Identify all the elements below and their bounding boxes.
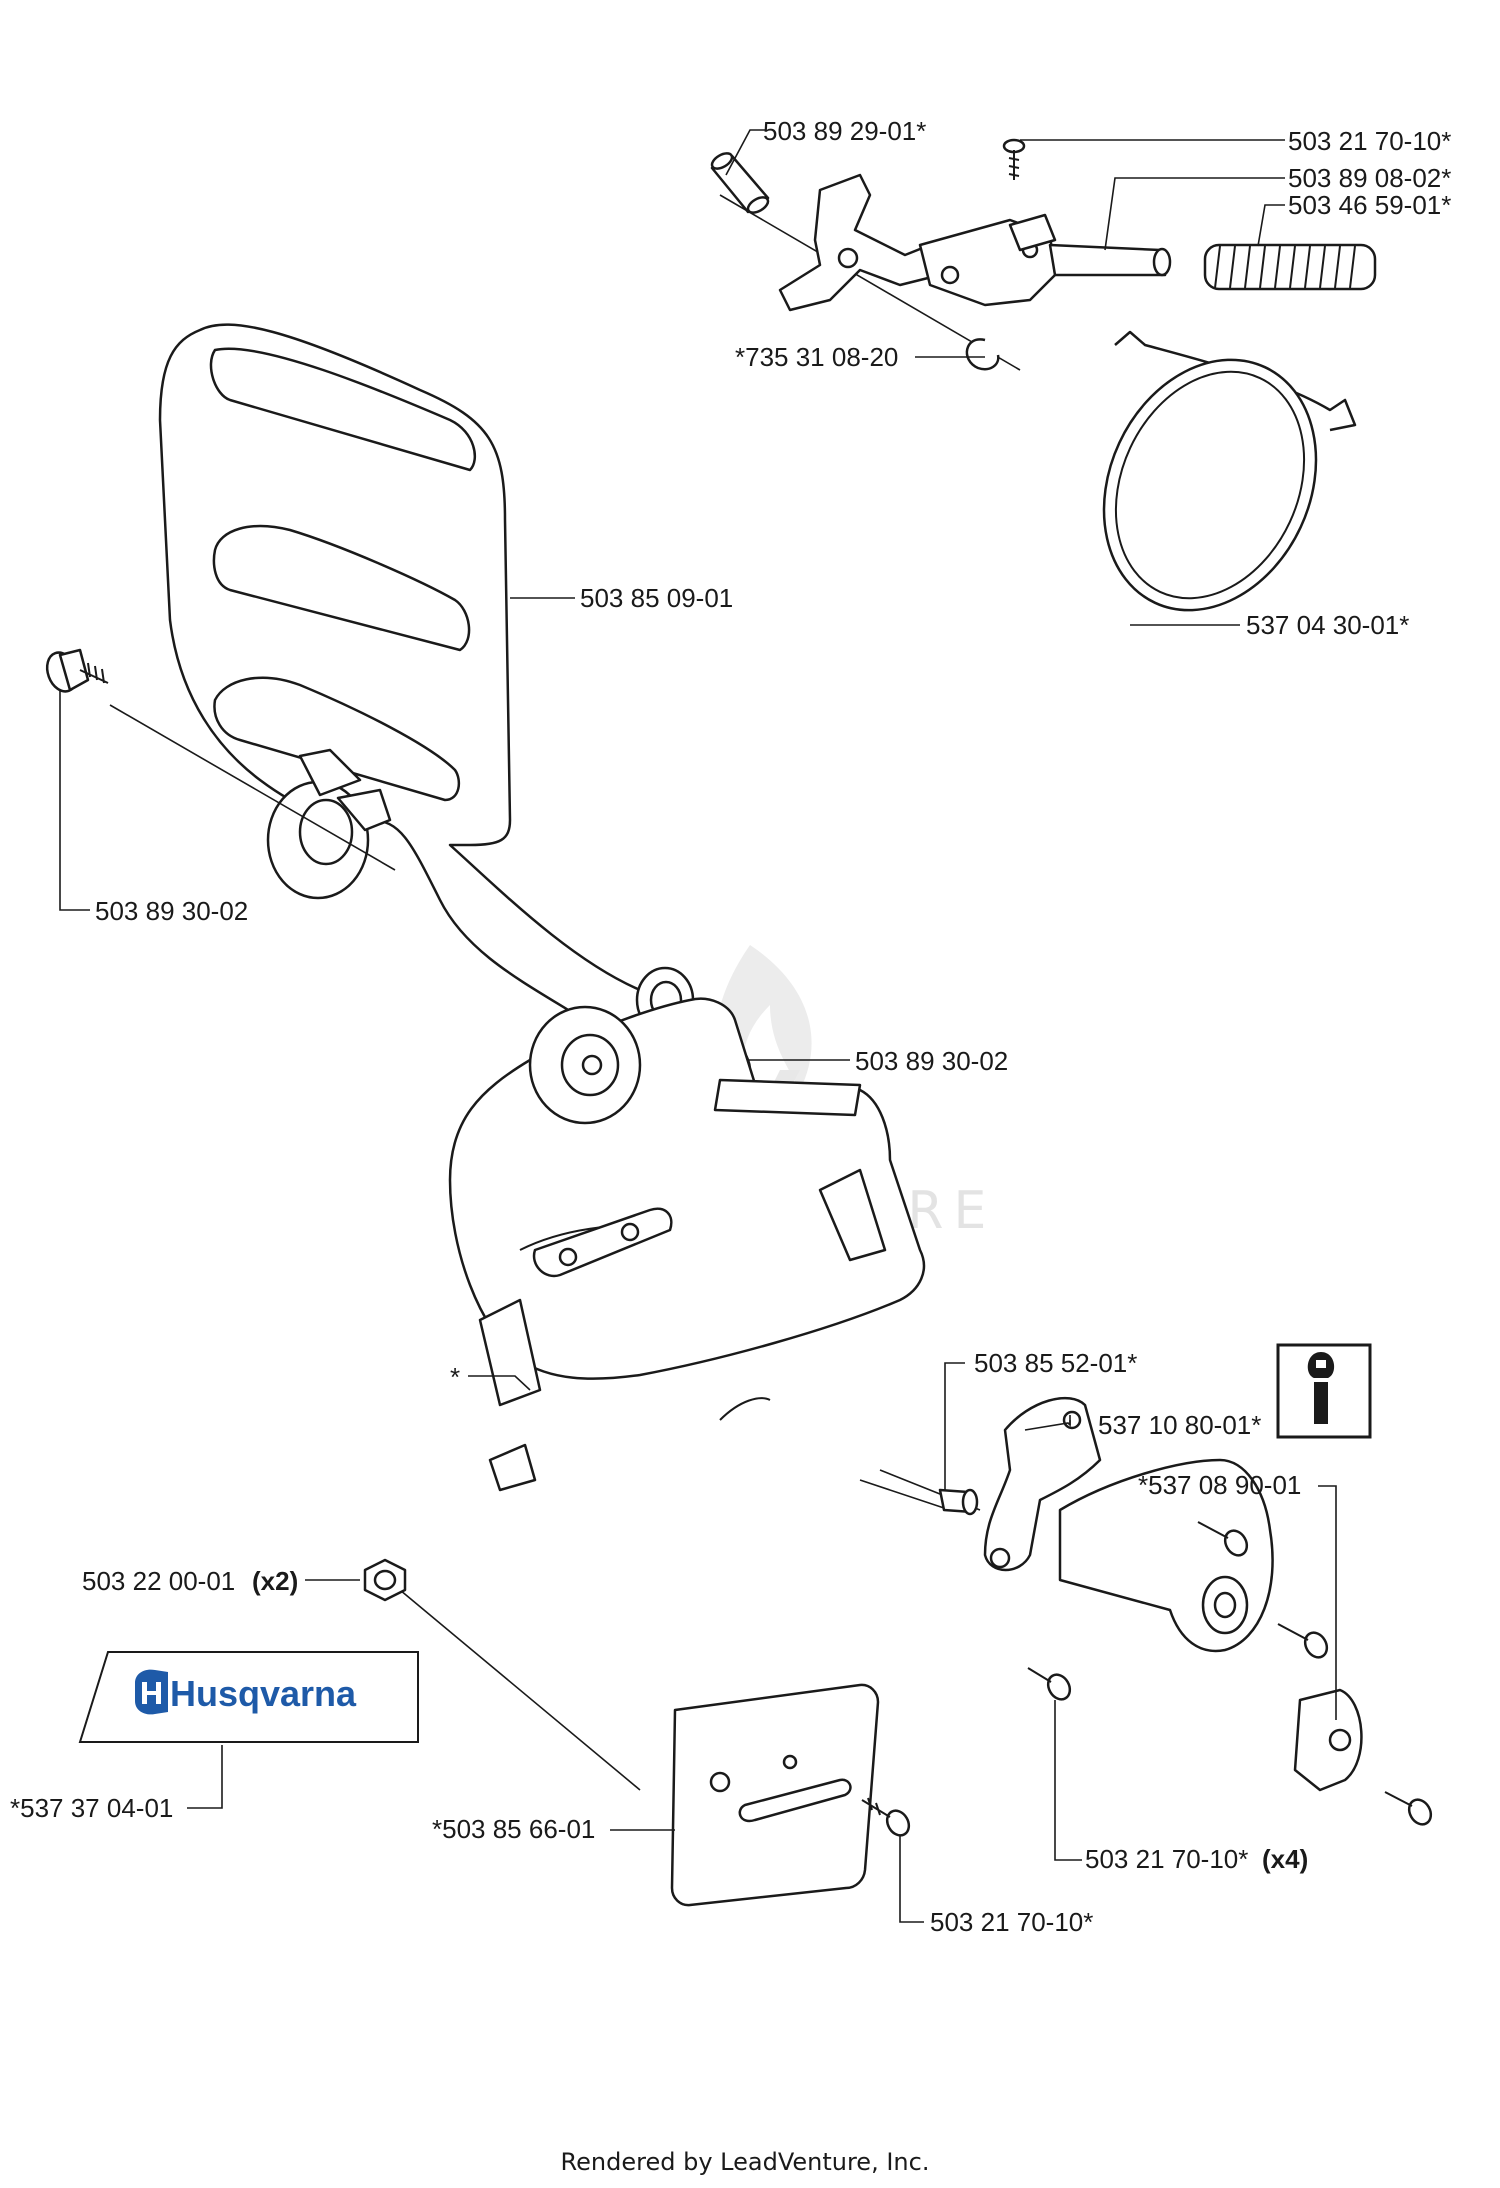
- part-label: 503 85 09-01: [580, 583, 733, 613]
- husqvarna-logo-icon: [135, 1669, 168, 1715]
- part-label: *503 85 66-01: [432, 1814, 595, 1844]
- spring: [1203, 243, 1377, 291]
- part-label: *: [450, 1362, 460, 1392]
- pin: [879, 1469, 981, 1516]
- brake-lever: [778, 173, 942, 312]
- part-label: 503 89 08-02*: [1288, 163, 1451, 193]
- pin: [710, 152, 770, 214]
- part-label: 503 22 00-01: [82, 1566, 235, 1596]
- chain-brake-assembly: [710, 138, 1377, 612]
- chain-guard: [1058, 1458, 1363, 1792]
- husqvarna-decal: Husqvarna: [78, 1651, 419, 1743]
- part-label: 503 21 70-10*: [930, 1907, 1093, 1937]
- part-labels: 503 89 29-01* 503 21 70-10* 503 89 08-02…: [10, 116, 1451, 1937]
- circlip: [965, 338, 1000, 371]
- decal-brand: Husqvarna: [170, 1673, 357, 1714]
- hand-guard: [109, 323, 695, 1047]
- screw: [1002, 138, 1026, 180]
- part-label: *735 31 08-20: [735, 342, 898, 372]
- part-qty: (x2): [252, 1566, 298, 1596]
- bar-plate: [670, 1683, 880, 1907]
- brake-rod: [1048, 243, 1172, 277]
- part-label: 503 21 70-10*: [1288, 126, 1451, 156]
- part-label: *537 08 90-01: [1138, 1470, 1301, 1500]
- nut: [363, 1558, 407, 1602]
- part-label: 503 89 29-01*: [763, 116, 926, 146]
- screw: [861, 1797, 911, 1837]
- footer-credit: Rendered by LeadVenture, Inc.: [561, 2148, 930, 2176]
- part-label: 503 21 70-10*: [1085, 1844, 1248, 1874]
- chain-guide: [983, 1396, 1102, 1572]
- part-label: 537 04 30-01*: [1246, 610, 1409, 640]
- shoulder-screw: [45, 648, 109, 693]
- service-info-icon: [1276, 1343, 1372, 1439]
- part-label: 503 46 59-01*: [1288, 190, 1451, 220]
- screw: [1027, 1521, 1433, 1826]
- part-label: 537 10 80-01*: [1098, 1410, 1261, 1440]
- brake-band: [1102, 330, 1357, 612]
- brake-linkage: [918, 213, 1057, 307]
- part-label: 503 89 30-02: [855, 1046, 1008, 1076]
- part-qty: (x4): [1262, 1844, 1308, 1874]
- clutch-cover: [399, 997, 951, 1791]
- part-label: 503 89 30-02: [95, 896, 248, 926]
- part-label: 503 85 52-01*: [974, 1348, 1137, 1378]
- part-label: *537 37 04-01: [10, 1793, 173, 1823]
- leader-lines: [59, 129, 1337, 1923]
